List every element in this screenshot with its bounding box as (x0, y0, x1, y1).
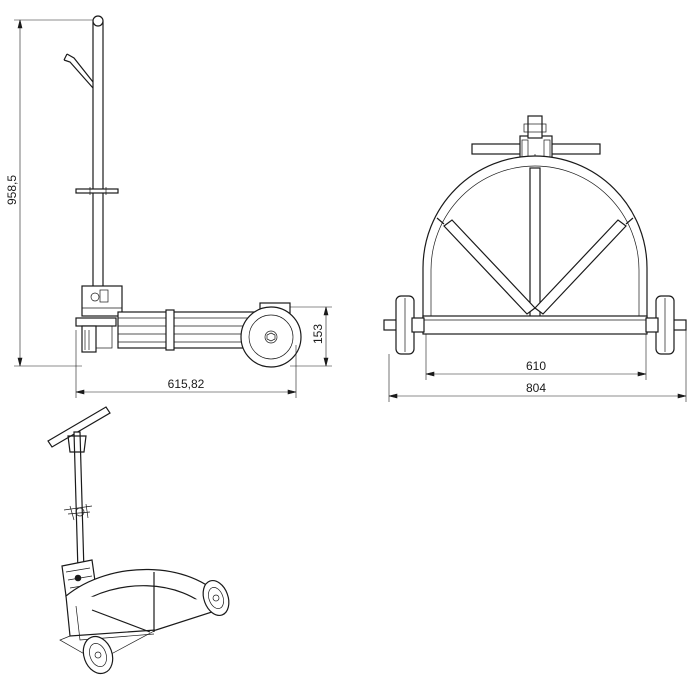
iso-wheel-right (202, 579, 230, 617)
iso-pole (73, 431, 85, 573)
iso-wheel-front (82, 635, 114, 675)
side-pole-knob (92, 15, 104, 27)
side-handle-block (81, 285, 123, 317)
iso-t-handle (47, 406, 111, 448)
side-hook (63, 53, 94, 89)
dim-outer-width-label: 804 (526, 381, 546, 395)
side-lower-mount (75, 317, 117, 327)
front-bottom-bar (422, 315, 648, 335)
dim-length-label: 615,82 (168, 377, 205, 391)
side-pole (92, 21, 104, 313)
side-base-frame (117, 311, 259, 349)
isometric-view (47, 406, 230, 675)
side-wheel (240, 306, 302, 368)
front-center-post (529, 167, 541, 319)
front-right-strut (534, 219, 627, 315)
dim-inner-width-label: 610 (526, 359, 546, 373)
side-view: 958,5 615,82 153 (5, 15, 332, 398)
dim-height-label: 958,5 (5, 175, 19, 205)
front-view: 610 804 (383, 115, 687, 402)
side-bracket (75, 188, 119, 194)
dim-wheel-label: 153 (311, 324, 325, 344)
